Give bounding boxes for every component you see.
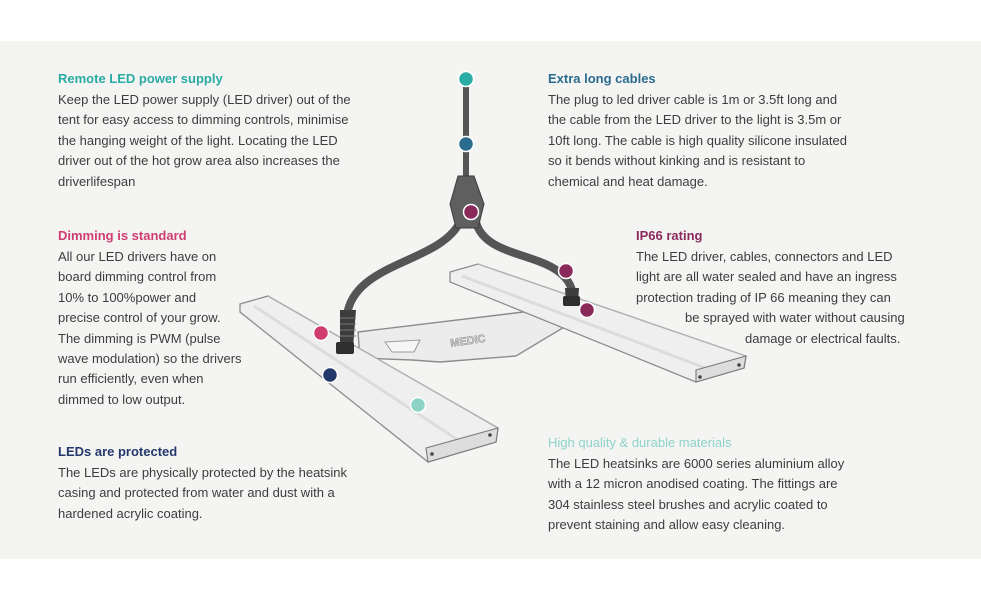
cables-line: The plug to led driver cable is 1m or 3.… bbox=[548, 92, 838, 107]
dimming-text: All our LED drivers have on board dimmin… bbox=[58, 247, 278, 410]
remote-line: Keep the LED power supply (LED driver) o… bbox=[58, 92, 351, 107]
ip66-line: protection trading of IP 66 meaning they… bbox=[636, 289, 891, 305]
dimming-line: All our LED drivers have on bbox=[58, 249, 217, 264]
cables-line: 10ft long. The cable is high quality sil… bbox=[548, 132, 847, 148]
dimming-title: Dimming is standard bbox=[58, 228, 187, 243]
ip66-title: IP66 rating bbox=[636, 228, 703, 243]
dimming-line: board dimming control from bbox=[58, 269, 217, 285]
ip66-text: The LED driver, cables, connectors and L… bbox=[636, 247, 936, 349]
cables-text: The plug to led driver cable is 1m or 3.… bbox=[548, 90, 888, 192]
leds-protected-block: LEDs are protected The LEDs are physical… bbox=[58, 443, 388, 524]
leds-protected-title: LEDs are protected bbox=[58, 444, 178, 459]
right-connector bbox=[563, 288, 580, 306]
materials-line: 304 stainless steel brushes and acrylic … bbox=[548, 496, 828, 512]
materials-line: The LED heatsinks are 6000 series alumin… bbox=[548, 456, 845, 471]
left-led-bar bbox=[239, 295, 499, 463]
materials-line: with a 12 micron anodised coating. The f… bbox=[548, 476, 838, 492]
brand-mark: MEDIC bbox=[449, 333, 486, 350]
dimming-line: wave modulation) so the drivers bbox=[58, 351, 242, 367]
dimming-line: precise control of your grow. bbox=[58, 310, 221, 326]
dimming-marker bbox=[312, 324, 330, 342]
right-led-bar bbox=[449, 263, 747, 383]
materials-title: High quality & durable materials bbox=[548, 435, 732, 450]
materials-line: prevent staining and allow easy cleaning… bbox=[548, 517, 786, 533]
remote-line: the hanging weight of the light. Locatin… bbox=[58, 132, 338, 148]
materials-text: The LED heatsinks are 6000 series alumin… bbox=[548, 454, 888, 536]
ip66-light-marker bbox=[578, 301, 596, 319]
dimming-line: run efficiently, even when bbox=[58, 371, 204, 387]
leds-protected-text: The LEDs are physically protected by the… bbox=[58, 463, 388, 524]
cables-block: Extra long cables The plug to led driver… bbox=[548, 70, 888, 192]
ip66-line: light are all water sealed and have an i… bbox=[636, 269, 897, 285]
leds-line: hardened acrylic coating. bbox=[58, 505, 203, 521]
remote-supply-text: Keep the LED power supply (LED driver) o… bbox=[58, 90, 388, 192]
cables-line: so it bends without kinking and is resis… bbox=[548, 153, 806, 169]
remote-supply-title: Remote LED power supply bbox=[58, 71, 223, 86]
ip66-line: damage or electrical faults. bbox=[745, 330, 901, 346]
cables-title: Extra long cables bbox=[548, 71, 656, 86]
dimming-block: Dimming is standard All our LED drivers … bbox=[58, 227, 278, 410]
remote-line: driverlifespan bbox=[58, 173, 136, 189]
dimming-line: The dimming is PWM (pulse bbox=[58, 330, 221, 346]
left-connector bbox=[336, 310, 356, 354]
leds-line: The LEDs are physically protected by the… bbox=[58, 465, 348, 480]
cables-line: chemical and heat damage. bbox=[548, 173, 708, 189]
leds-protected-marker bbox=[321, 366, 339, 384]
remote-supply-marker bbox=[457, 70, 475, 88]
materials-marker bbox=[409, 396, 427, 414]
ip66-line: The LED driver, cables, connectors and L… bbox=[636, 249, 893, 264]
cable-splitter bbox=[449, 175, 485, 229]
remote-supply-block: Remote LED power supply Keep the LED pow… bbox=[58, 70, 388, 192]
cables-line: the cable from the LED driver to the lig… bbox=[548, 112, 842, 128]
feature-panel bbox=[0, 41, 981, 559]
mounting-bracket: MEDIC bbox=[357, 309, 568, 363]
dimming-line: 10% to 100%power and bbox=[58, 289, 197, 305]
leds-line: casing and protected from water and dust… bbox=[58, 485, 335, 501]
ip66-connector-marker bbox=[557, 262, 575, 280]
driver-marker bbox=[462, 203, 480, 221]
ip66-line: be sprayed with water without causing bbox=[685, 310, 905, 326]
cables-marker bbox=[457, 135, 475, 153]
ip66-block: IP66 rating The LED driver, cables, conn… bbox=[636, 227, 936, 349]
materials-block: High quality & durable materials The LED… bbox=[548, 434, 888, 536]
remote-line: tent for easy access to dimming controls… bbox=[58, 112, 349, 128]
dimming-line: dimmed to low output. bbox=[58, 391, 186, 407]
remote-line: driver out of the hot grow area also inc… bbox=[58, 153, 340, 169]
